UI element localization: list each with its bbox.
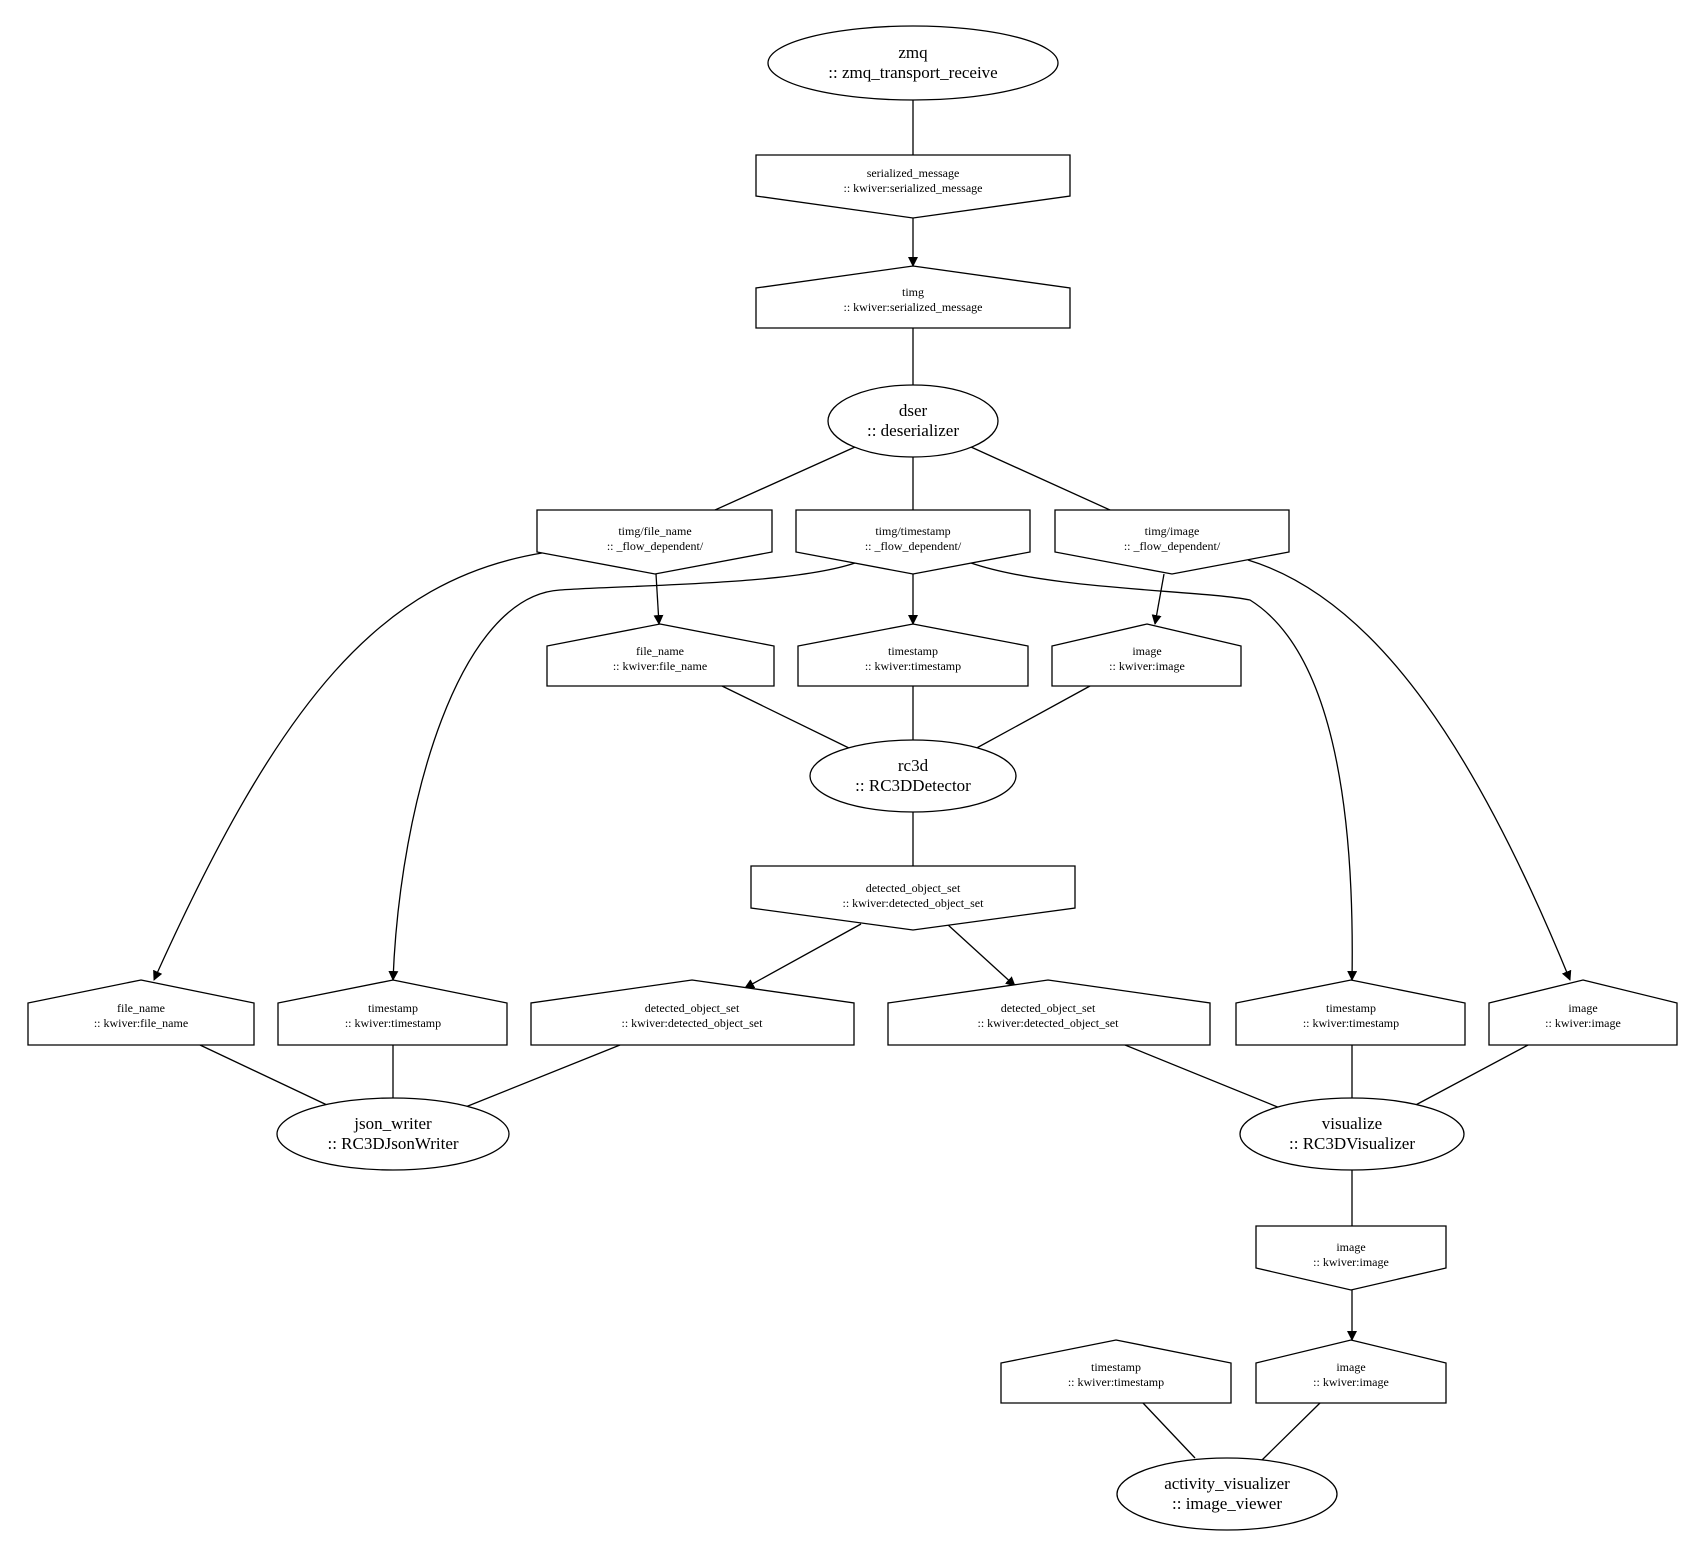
port-type: :: kwiver:timestamp: [345, 1016, 441, 1030]
port-zmq-out-serialized-message: serialized_message :: kwiver:serialized_…: [755, 154, 1071, 219]
edge-timg-image-to-rc3d-image: [1151, 573, 1165, 625]
port-type: :: kwiver:detected_object_set: [978, 1016, 1120, 1030]
process-rc3d: rc3d :: RC3DDetector: [809, 739, 1017, 813]
port-vis-in-image: image :: kwiver:image: [1488, 979, 1678, 1046]
edge-av-image-to-av: [1261, 1402, 1321, 1461]
port-type: :: kwiver:image: [1109, 659, 1185, 673]
port-name: timestamp: [368, 1001, 418, 1015]
edge-timg-file-name-to-jw-file-name: [153, 552, 543, 981]
port-av-in-image: image :: kwiver:image: [1255, 1339, 1447, 1404]
port-type: :: kwiver:file_name: [613, 659, 707, 673]
port-type: :: kwiver:image: [1545, 1016, 1621, 1030]
port-name: timestamp: [1326, 1001, 1376, 1015]
port-name: image: [1132, 644, 1161, 658]
process-type: :: RC3DDetector: [855, 776, 971, 795]
edge-vis-dos-to-vis: [1124, 1044, 1281, 1109]
port-rc3d-out-detected-object-set: detected_object_set :: kwiver:detected_o…: [750, 865, 1076, 931]
port-type: :: kwiver:timestamp: [1068, 1375, 1164, 1389]
process-name: dser: [899, 401, 928, 420]
edges: [153, 100, 1572, 1461]
port-jw-in-detected-object-set: detected_object_set :: kwiver:detected_o…: [530, 979, 855, 1046]
port-name: image: [1568, 1001, 1597, 1015]
port-dser-out-timestamp: timg/timestamp :: _flow_dependent/: [795, 509, 1031, 575]
process-name: zmq: [898, 43, 928, 62]
edge-timg-timestamp-to-jw-timestamp: [388, 562, 856, 981]
port-dser-out-image: timg/image :: _flow_dependent/: [1054, 509, 1290, 575]
port-name: timestamp: [888, 644, 938, 658]
port-name: file_name: [636, 644, 684, 658]
process-type: :: RC3DVisualizer: [1289, 1134, 1415, 1153]
port-jw-in-file-name: file_name :: kwiver:file_name: [27, 979, 255, 1046]
port-av-in-timestamp: timestamp :: kwiver:timestamp: [1000, 1339, 1232, 1404]
port-rc3d-in-timestamp: timestamp :: kwiver:timestamp: [797, 623, 1029, 687]
port-jw-in-timestamp: timestamp :: kwiver:timestamp: [277, 979, 508, 1046]
port-name: detected_object_set: [645, 1001, 740, 1015]
port-name: timg/timestamp: [875, 524, 950, 538]
port-type: :: kwiver:image: [1313, 1255, 1389, 1269]
edge-jw-dos-to-jw: [462, 1044, 621, 1109]
port-type: :: kwiver:file_name: [94, 1016, 188, 1030]
edge-dser-to-timg-image: [970, 446, 1111, 511]
process-type: :: deserializer: [867, 421, 959, 440]
port-name: timg/image: [1145, 524, 1200, 538]
process-name: json_writer: [353, 1114, 432, 1133]
edge-timg-timestamp-to-vis-timestamp: [970, 562, 1358, 981]
edge-jw-file-name-to-jw: [199, 1044, 328, 1106]
port-dser-in-timg: timg :: kwiver:serialized_message: [755, 265, 1071, 329]
process-type: :: zmq_transport_receive: [828, 63, 997, 82]
edge-dos-to-vis-dos: [946, 923, 1016, 987]
port-name: image: [1336, 1240, 1365, 1254]
port-name: serialized_message: [867, 166, 960, 180]
port-name: timestamp: [1091, 1360, 1141, 1374]
port-vis-out-image: image :: kwiver:image: [1255, 1225, 1447, 1291]
process-activity-visualizer: activity_visualizer :: image_viewer: [1116, 1457, 1338, 1531]
process-type: :: RC3DJsonWriter: [327, 1134, 458, 1153]
edge-dos-to-jw-dos: [744, 923, 862, 989]
port-vis-in-timestamp: timestamp :: kwiver:timestamp: [1235, 979, 1466, 1046]
port-type: :: _flow_dependent/: [607, 539, 704, 553]
port-name: image: [1336, 1360, 1365, 1374]
port-rc3d-in-file-name: file_name :: kwiver:file_name: [546, 623, 775, 687]
edge-timg-file-name-to-rc3d-file-name: [653, 573, 664, 625]
process-visualize: visualize :: RC3DVisualizer: [1239, 1097, 1465, 1171]
process-name: activity_visualizer: [1164, 1474, 1290, 1493]
port-vis-in-detected-object-set: detected_object_set :: kwiver:detected_o…: [887, 979, 1211, 1046]
edge-av-timestamp-to-av: [1142, 1402, 1196, 1459]
edge-vis-image-to-vis: [1409, 1044, 1529, 1109]
port-type: :: _flow_dependent/: [865, 539, 962, 553]
port-type: :: kwiver:timestamp: [1303, 1016, 1399, 1030]
port-type: :: _flow_dependent/: [1124, 539, 1221, 553]
port-type: :: kwiver:detected_object_set: [622, 1016, 764, 1030]
port-name: timg: [902, 285, 924, 299]
process-zmq: zmq :: zmq_transport_receive: [767, 25, 1059, 101]
port-type: :: kwiver:timestamp: [865, 659, 961, 673]
port-type: :: kwiver:image: [1313, 1375, 1389, 1389]
port-name: file_name: [117, 1001, 165, 1015]
port-rc3d-in-image: image :: kwiver:image: [1051, 623, 1242, 687]
port-name: detected_object_set: [1001, 1001, 1096, 1015]
process-type: :: image_viewer: [1172, 1494, 1282, 1513]
port-dser-out-file-name: timg/file_name :: _flow_dependent/: [536, 509, 773, 575]
edge-timg-image-to-vis-image: [1247, 559, 1572, 981]
port-type: :: kwiver:serialized_message: [844, 181, 983, 195]
port-type: :: kwiver:serialized_message: [844, 300, 983, 314]
edge-rc3d-file-name-to-rc3d: [721, 685, 854, 751]
process-name: visualize: [1322, 1114, 1382, 1133]
port-type: :: kwiver:detected_object_set: [843, 896, 985, 910]
edge-rc3d-image-to-rc3d: [972, 685, 1091, 751]
port-name: detected_object_set: [866, 881, 961, 895]
process-dser: dser :: deserializer: [827, 384, 999, 458]
edge-dser-to-timg-file-name: [714, 446, 856, 511]
process-name: rc3d: [898, 756, 929, 775]
port-name: timg/file_name: [618, 524, 691, 538]
process-json-writer: json_writer :: RC3DJsonWriter: [276, 1097, 510, 1171]
